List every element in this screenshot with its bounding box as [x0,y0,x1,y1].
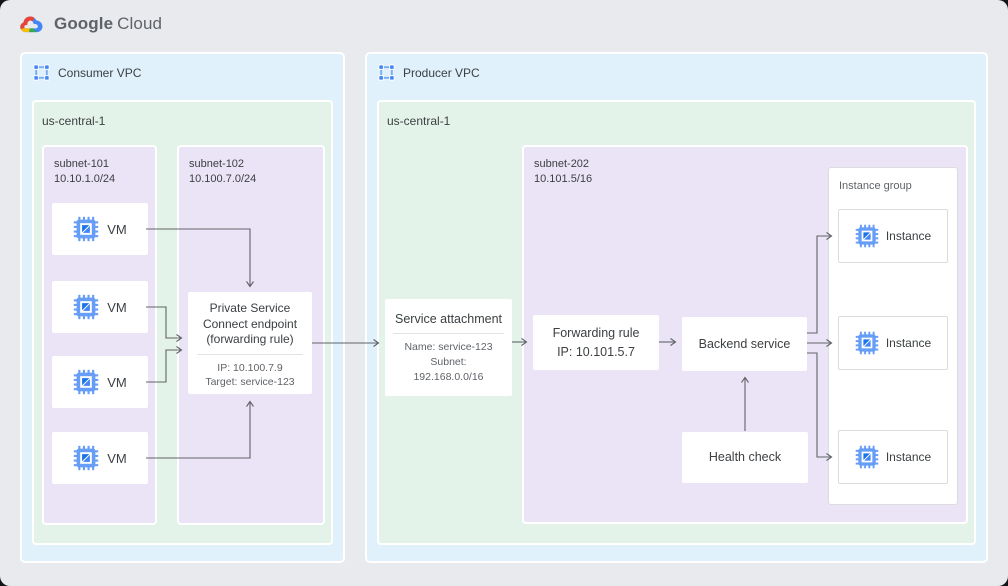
vm-label: VM [107,299,127,315]
backend-service-label: Backend service [698,336,791,351]
vm-node-2: VM [52,281,148,333]
subnet-101-name: subnet-101 [54,158,110,170]
divider [393,333,504,335]
vm-label: VM [107,450,127,466]
compute-chip-icon [73,369,99,395]
subnet-102-name: subnet-102 [189,158,245,170]
service-attachment-subnet-label: Subnet: [430,355,467,368]
psc-ip: IP: 10.100.7.9 [217,361,283,374]
backend-service-node: Backend service [682,317,807,371]
subnet-102-container: subnet-102 10.100.7.0/24 Private Service… [177,145,325,525]
subnet-202-label: subnet-202 10.101.5/16 [534,157,592,187]
producer-region-container: us-central-1 Service attachment Name: se… [377,100,976,545]
psc-endpoint-node: Private Service Connect endpoint (forwar… [188,292,312,394]
subnet-101-label: subnet-101 10.10.1.0/24 [54,157,115,187]
producer-vpc-label: Producer VPC [403,65,480,80]
service-attachment-title: Service attachment [395,312,502,326]
compute-chip-icon [73,216,99,242]
compute-chip-icon [73,445,99,471]
service-attachment-subnet-cidr: 192.168.0.0/16 [413,370,484,383]
consumer-region-label: us-central-1 [42,114,106,128]
compute-chip-icon [73,294,99,320]
health-check-label: Health check [708,450,782,465]
consumer-vpc-container: Consumer VPC us-central-1 subnet-101 10.… [20,52,345,563]
instance-label: Instance [885,450,932,464]
consumer-vpc-header: Consumer VPC [33,64,141,81]
compute-chip-icon [855,224,879,248]
producer-vpc-header: Producer VPC [378,64,480,81]
subnet-102-label: subnet-102 10.100.7.0/24 [189,157,256,187]
vm-label: VM [107,374,127,390]
instance-node-3: Instance [838,430,948,484]
vpc-icon [33,64,50,81]
health-check-node: Health check [682,432,808,483]
instance-label: Instance [885,336,932,350]
vm-node-4: VM [52,432,148,484]
psc-endpoint-details: IP: 10.100.7.9 Target: service-123 [193,361,307,390]
forwarding-rule-title: Forwarding rule [552,326,640,341]
instance-node-2: Instance [838,316,948,370]
consumer-vpc-label: Consumer VPC [58,65,142,80]
divider [197,353,303,355]
subnet-202-container: subnet-202 10.101.5/16 Forwarding rule I… [522,145,968,524]
logo-text-google: Google [54,14,114,33]
service-attachment-node: Service attachment Name: service-123 Sub… [385,299,512,396]
vm-node-1: VM [52,203,148,255]
instance-node-1: Instance [838,209,948,263]
vm-node-3: VM [52,356,148,408]
consumer-region-container: us-central-1 subnet-101 10.10.1.0/24 VM … [32,100,333,545]
service-attachment-details: Name: service-123 Subnet: 192.168.0.0/16 [389,340,508,384]
forwarding-rule-node: Forwarding rule IP: 10.101.5.7 [533,315,659,370]
service-attachment-name: Name: service-123 [404,341,493,354]
vm-label: VM [107,221,127,237]
psc-endpoint-title: Private Service Connect endpoint (forwar… [202,301,298,347]
logo-text-cloud: Cloud [117,14,163,33]
compute-chip-icon [855,445,879,469]
producer-vpc-container: Producer VPC us-central-1 Service attach… [365,52,988,563]
instance-label: Instance [885,229,932,243]
subnet-101-cidr: 10.10.1.0/24 [54,172,116,185]
google-cloud-logo-icon [18,13,45,35]
subnet-102-cidr: 10.100.7.0/24 [189,172,257,185]
forwarding-rule-ip: IP: 10.101.5.7 [557,344,635,359]
subnet-101-container: subnet-101 10.10.1.0/24 VM VM VM V [42,145,157,525]
instance-group-container: Instance group Instance Instance Instanc… [828,167,958,505]
subnet-202-name: subnet-202 [534,158,590,170]
compute-chip-icon [855,331,879,355]
instance-group-label: Instance group [839,180,912,192]
psc-target: Target: service-123 [205,376,295,389]
vpc-icon [378,64,395,81]
producer-region-label: us-central-1 [387,114,451,128]
subnet-202-cidr: 10.101.5/16 [534,172,593,185]
